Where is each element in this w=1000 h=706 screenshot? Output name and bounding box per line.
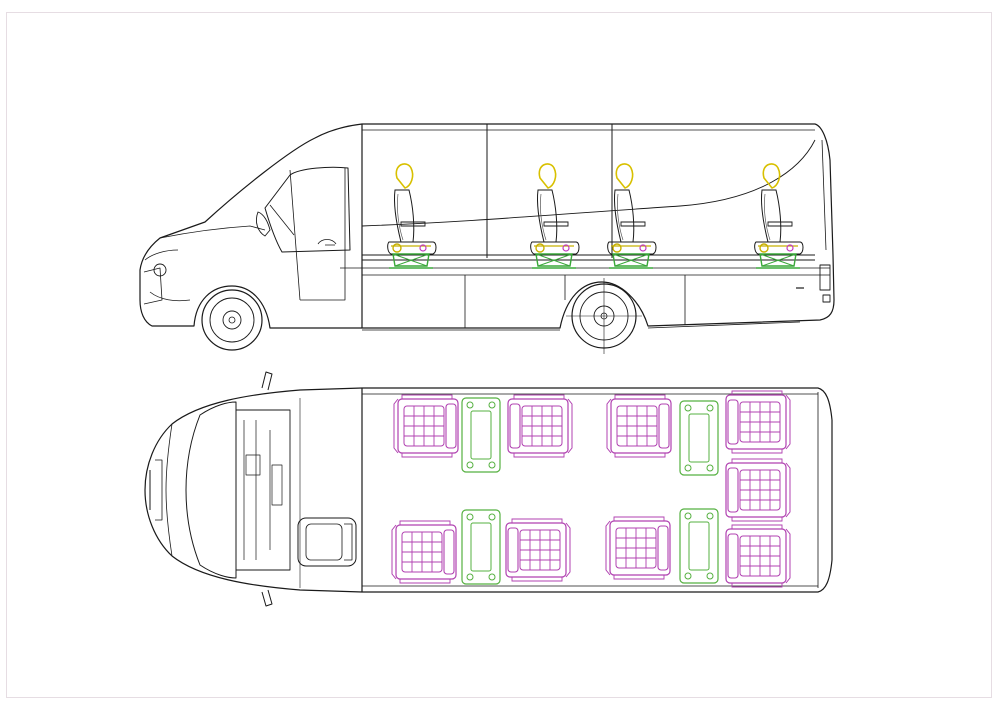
- top-seat-7: [505, 518, 571, 582]
- top-seat-2: [507, 394, 573, 458]
- side-seat-1: [386, 163, 437, 269]
- driver-seat: [297, 517, 357, 567]
- top-seat-6: [391, 520, 457, 584]
- side-view-seats: [386, 163, 804, 269]
- top-view: [144, 371, 833, 607]
- top-seat-3: [606, 394, 672, 458]
- top-windscreen: [185, 401, 237, 579]
- side-body-outline: [139, 123, 835, 329]
- top-body-outline: [144, 387, 833, 593]
- top-seat-4: [725, 390, 791, 454]
- top-view-seats: [391, 390, 791, 588]
- front-wheel: [201, 289, 263, 351]
- top-view-tables: [461, 397, 719, 585]
- drawing-sheet: [6, 12, 992, 698]
- side-cab-window: [264, 166, 351, 253]
- top-seat-8: [605, 516, 671, 580]
- side-seat-3: [606, 163, 657, 269]
- table-2: [679, 400, 719, 476]
- table-3: [461, 509, 501, 585]
- top-seat-5: [725, 458, 791, 522]
- top-seat-9: [725, 524, 791, 588]
- table-1: [461, 397, 501, 473]
- side-view: [139, 123, 835, 354]
- side-seat-4: [753, 163, 804, 269]
- rear-wheel: [566, 278, 642, 354]
- top-seat-1: [393, 394, 459, 458]
- table-4: [679, 508, 719, 584]
